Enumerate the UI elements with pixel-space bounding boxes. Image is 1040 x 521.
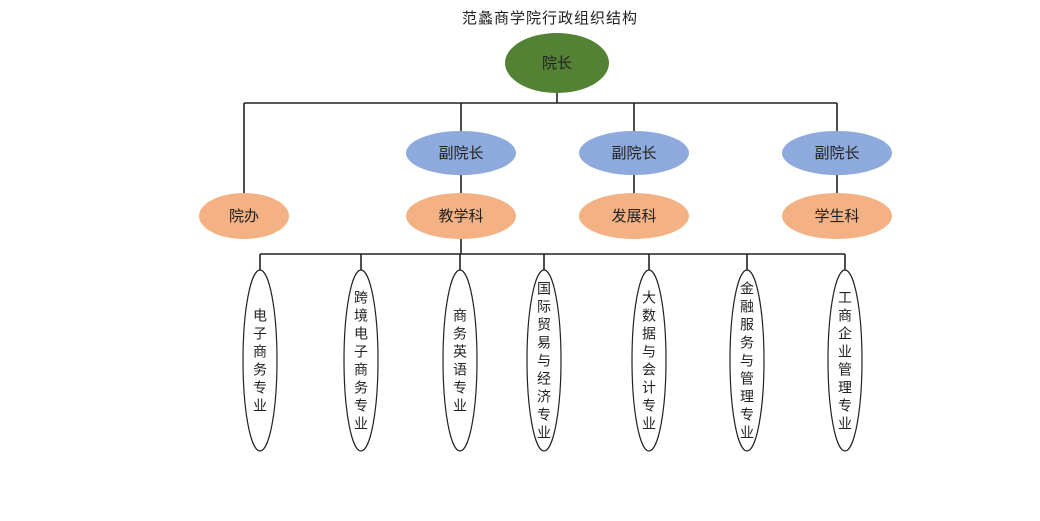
major-node-4 <box>526 269 562 452</box>
vice-dean-node-2 <box>579 131 689 175</box>
major-label-7: 工商企业管理专业 <box>838 291 852 433</box>
vice-dean-label-2: 副院长 <box>611 144 656 162</box>
vice-dean-node-1 <box>406 131 516 175</box>
office-node <box>199 193 289 239</box>
dept-node-1 <box>406 193 516 239</box>
dept-label-2: 发展科 <box>611 207 656 225</box>
major-node-2 <box>343 269 379 452</box>
dept-label-3: 学生科 <box>814 207 859 225</box>
office-label: 院办 <box>229 207 259 225</box>
dean-node <box>505 33 609 93</box>
vice-dean-node-3 <box>782 131 892 175</box>
vice-dean-label-3: 副院长 <box>814 144 859 162</box>
major-node-7 <box>827 269 863 452</box>
diagram-title: 范蠡商学院行政组织结构 <box>461 9 638 27</box>
major-label-4: 国际贸易与经济专业 <box>537 282 551 442</box>
major-node-5 <box>631 269 667 452</box>
major-node-1 <box>242 269 278 452</box>
dept-label-1: 教学科 <box>438 207 483 225</box>
major-node-6 <box>729 269 765 452</box>
dept-node-2 <box>579 193 689 239</box>
major-label-6: 金融服务与管理专业 <box>740 282 754 442</box>
connector-lines <box>243 93 846 276</box>
dean-label: 院长 <box>542 54 572 72</box>
major-node-3 <box>442 269 478 452</box>
major-label-1: 电子商务专业 <box>253 309 267 415</box>
dept-node-3 <box>782 193 892 239</box>
major-label-5: 大数据与会计专业 <box>642 291 656 433</box>
major-label-2: 跨境电子商务专业 <box>354 291 368 433</box>
vice-dean-label-1: 副院长 <box>438 144 483 162</box>
major-label-3: 商务英语专业 <box>453 309 467 415</box>
